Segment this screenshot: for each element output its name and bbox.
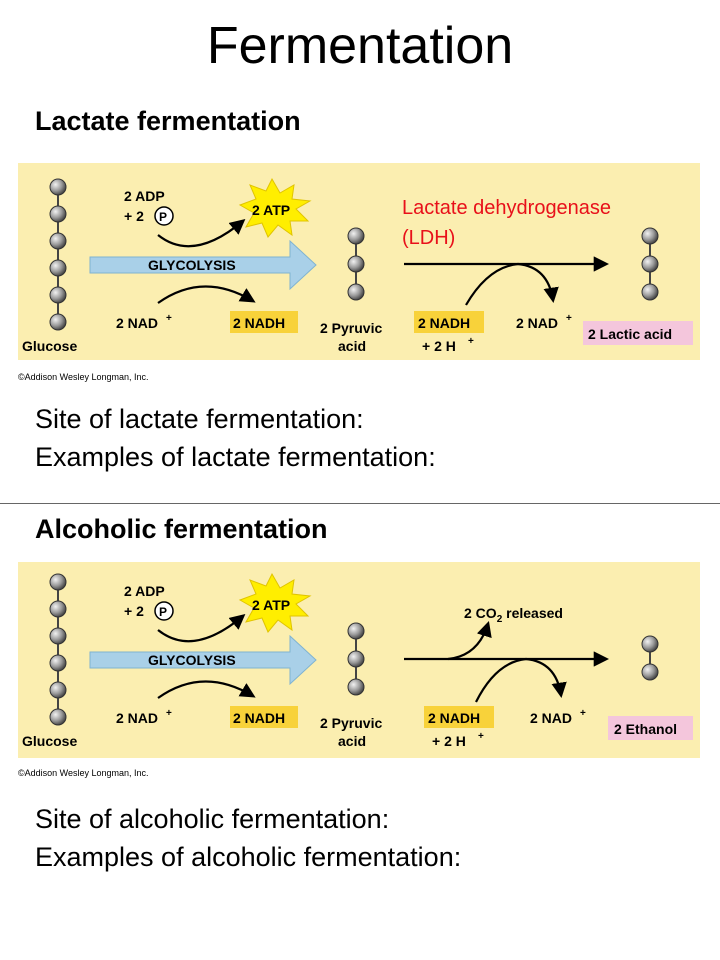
glucose-molecule-icon (49, 573, 67, 726)
h-plus-label: + 2 H (422, 338, 456, 354)
nad-out-label: 2 NAD (516, 315, 558, 331)
nadh-in-label: 2 NADH (418, 315, 470, 331)
pyruvic-acid-label: acid (338, 733, 366, 749)
lactate-credit: ©Addison Wesley Longman, Inc. (18, 372, 149, 382)
section-divider (0, 503, 720, 504)
nad-in-label: 2 NAD (116, 710, 158, 726)
lactate-site-label: Site of lactate fermentation: (35, 404, 364, 434)
nad-in-label: 2 NAD (116, 315, 158, 331)
nadh-oxidation-arrow (465, 262, 559, 306)
svg-text:+: + (566, 313, 572, 324)
adp-plus-label: + 2 (124, 208, 144, 224)
adp-label: 2 ADP (124, 188, 165, 204)
glycolysis-arrow-icon (89, 239, 317, 291)
alcoholic-diagram: Glucose 2 ADP + 2 P 2 ATP GLYCOLYSIS 2 N… (18, 562, 700, 758)
phosphate-label: P (159, 605, 167, 619)
atp-label: 2 ATP (252, 597, 290, 613)
adp-plus-label: + 2 (124, 603, 144, 619)
nadh-out-box (230, 311, 298, 333)
lactic-acid-label: 2 Lactic acid (588, 326, 672, 342)
atp-label: 2 ATP (252, 202, 290, 218)
glucose-label: Glucose (22, 733, 77, 749)
glycolysis-label: GLYCOLYSIS (148, 257, 236, 273)
nad-arrow (157, 285, 256, 304)
pyruvic-label: 2 Pyruvic (320, 715, 382, 731)
co2-released-label: 2 CO2 released (464, 605, 563, 625)
svg-text:+: + (580, 708, 586, 719)
atp-arrow (157, 614, 246, 643)
nadh-in-box (424, 706, 494, 728)
enzyme-name: Lactate dehydrogenase (402, 197, 611, 219)
nadh-oxidation-arrow (475, 657, 567, 703)
enzyme-abbrev: (LDH) (402, 227, 455, 249)
glycolysis-arrow-icon (89, 634, 317, 686)
lactic-acid-box (583, 321, 693, 345)
ethanol-molecule-icon (641, 635, 659, 681)
pyruvic-acid-label: acid (338, 338, 366, 354)
glucose-label: Glucose (22, 338, 77, 354)
phosphate-circle-icon (154, 601, 174, 621)
lactic-acid-molecule-icon (641, 227, 659, 301)
svg-text:+: + (166, 313, 172, 324)
svg-text:+: + (166, 708, 172, 719)
atp-starburst-icon (238, 177, 312, 238)
alcoholic-examples-label: Examples of alcoholic fermentation: (35, 842, 462, 872)
glycolysis-label: GLYCOLYSIS (148, 652, 236, 668)
atp-arrow (157, 219, 246, 248)
nadh-out-label: 2 NADH (233, 315, 285, 331)
alcoholic-credit: ©Addison Wesley Longman, Inc. (18, 768, 149, 778)
pyruvic-label: 2 Pyruvic (320, 320, 382, 336)
alcoholic-site-label: Site of alcoholic fermentation: (35, 804, 390, 834)
nad-out-label: 2 NAD (530, 710, 572, 726)
pyruvic-acid-molecule-icon (347, 622, 365, 696)
svg-text:+: + (468, 336, 474, 347)
ethanol-box (608, 716, 693, 740)
h-plus-label: + 2 H (432, 733, 466, 749)
atp-starburst-icon (238, 572, 312, 633)
nadh-in-box (414, 311, 484, 333)
ethanol-label: 2 Ethanol (614, 721, 677, 737)
nadh-in-label: 2 NADH (428, 710, 480, 726)
alcoholic-heading: Alcoholic fermentation (35, 514, 328, 544)
phosphate-label: P (159, 210, 167, 224)
co2-arrow (447, 621, 492, 661)
adp-label: 2 ADP (124, 583, 165, 599)
nad-arrow (157, 680, 256, 699)
lactate-diagram: Glucose 2 ADP + 2 P 2 ATP GLYCOLYSIS 2 N… (18, 163, 700, 360)
lactate-heading: Lactate fermentation (35, 106, 301, 136)
page-title: Fermentation (206, 17, 514, 75)
nadh-out-label: 2 NADH (233, 710, 285, 726)
svg-text:+: + (478, 731, 484, 742)
glucose-molecule-icon (49, 178, 67, 331)
phosphate-circle-icon (154, 206, 174, 226)
pyruvic-acid-molecule-icon (347, 227, 365, 301)
nadh-out-box (230, 706, 298, 728)
lactate-examples-label: Examples of lactate fermentation: (35, 442, 436, 472)
